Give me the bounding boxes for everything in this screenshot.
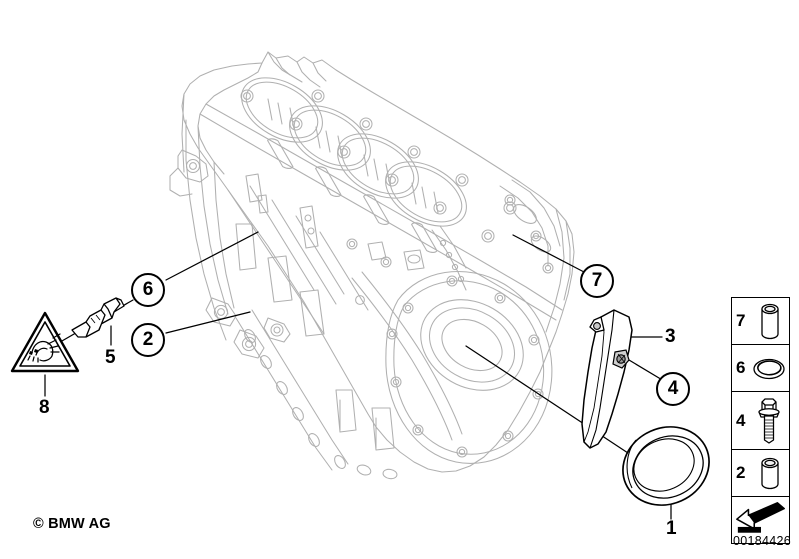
bmw-copyright: © BMW AG <box>33 516 111 532</box>
leader-7 <box>512 234 585 273</box>
legend-row-4[interactable]: 4 <box>732 392 789 450</box>
leader-2 <box>165 311 251 334</box>
callout-label: 2 <box>142 329 154 350</box>
cylindrical-sleeve-icon <box>761 303 779 340</box>
legend-number: 2 <box>736 463 746 482</box>
callout-label: 4 <box>667 378 679 399</box>
part-1-crankshaft-seal <box>622 426 710 506</box>
leader-4 <box>628 359 665 382</box>
callout-bubble-6[interactable]: 6 <box>131 273 165 307</box>
part-label-3: 3 <box>665 326 676 347</box>
part-label-1: 1 <box>666 518 677 539</box>
callout-label: 6 <box>142 279 154 300</box>
part-label-8: 8 <box>39 397 50 418</box>
part-label-5: 5 <box>105 347 116 368</box>
legend-row-arrow[interactable] <box>732 497 789 543</box>
legend-row-7[interactable]: 7 <box>732 298 789 345</box>
callout-bubble-4[interactable]: 4 <box>656 372 690 406</box>
legend-row-6[interactable]: 6 <box>732 345 789 392</box>
part-5-oil-pressure-switch <box>71 297 125 338</box>
part-8-warning-symbol <box>10 311 80 373</box>
legend-row-2[interactable]: 2 <box>732 450 789 497</box>
part-3-cover-plate <box>581 309 633 449</box>
bent-arrow-icon <box>736 502 785 533</box>
hex-flange-bolt-icon <box>758 398 780 444</box>
leader-6 <box>165 231 259 281</box>
callout-label: 7 <box>591 270 603 291</box>
parts-legend-panel: 7 6 4 <box>731 297 790 544</box>
dowel-pin-icon <box>761 457 779 490</box>
legend-number: 4 <box>736 410 746 430</box>
legend-number: 7 <box>736 311 746 330</box>
o-ring-icon <box>753 358 785 380</box>
callout-bubble-7[interactable]: 7 <box>580 264 614 298</box>
document-number: 00184426 <box>732 534 791 548</box>
callout-bubble-2[interactable]: 2 <box>131 323 165 357</box>
legend-number: 6 <box>736 358 746 377</box>
